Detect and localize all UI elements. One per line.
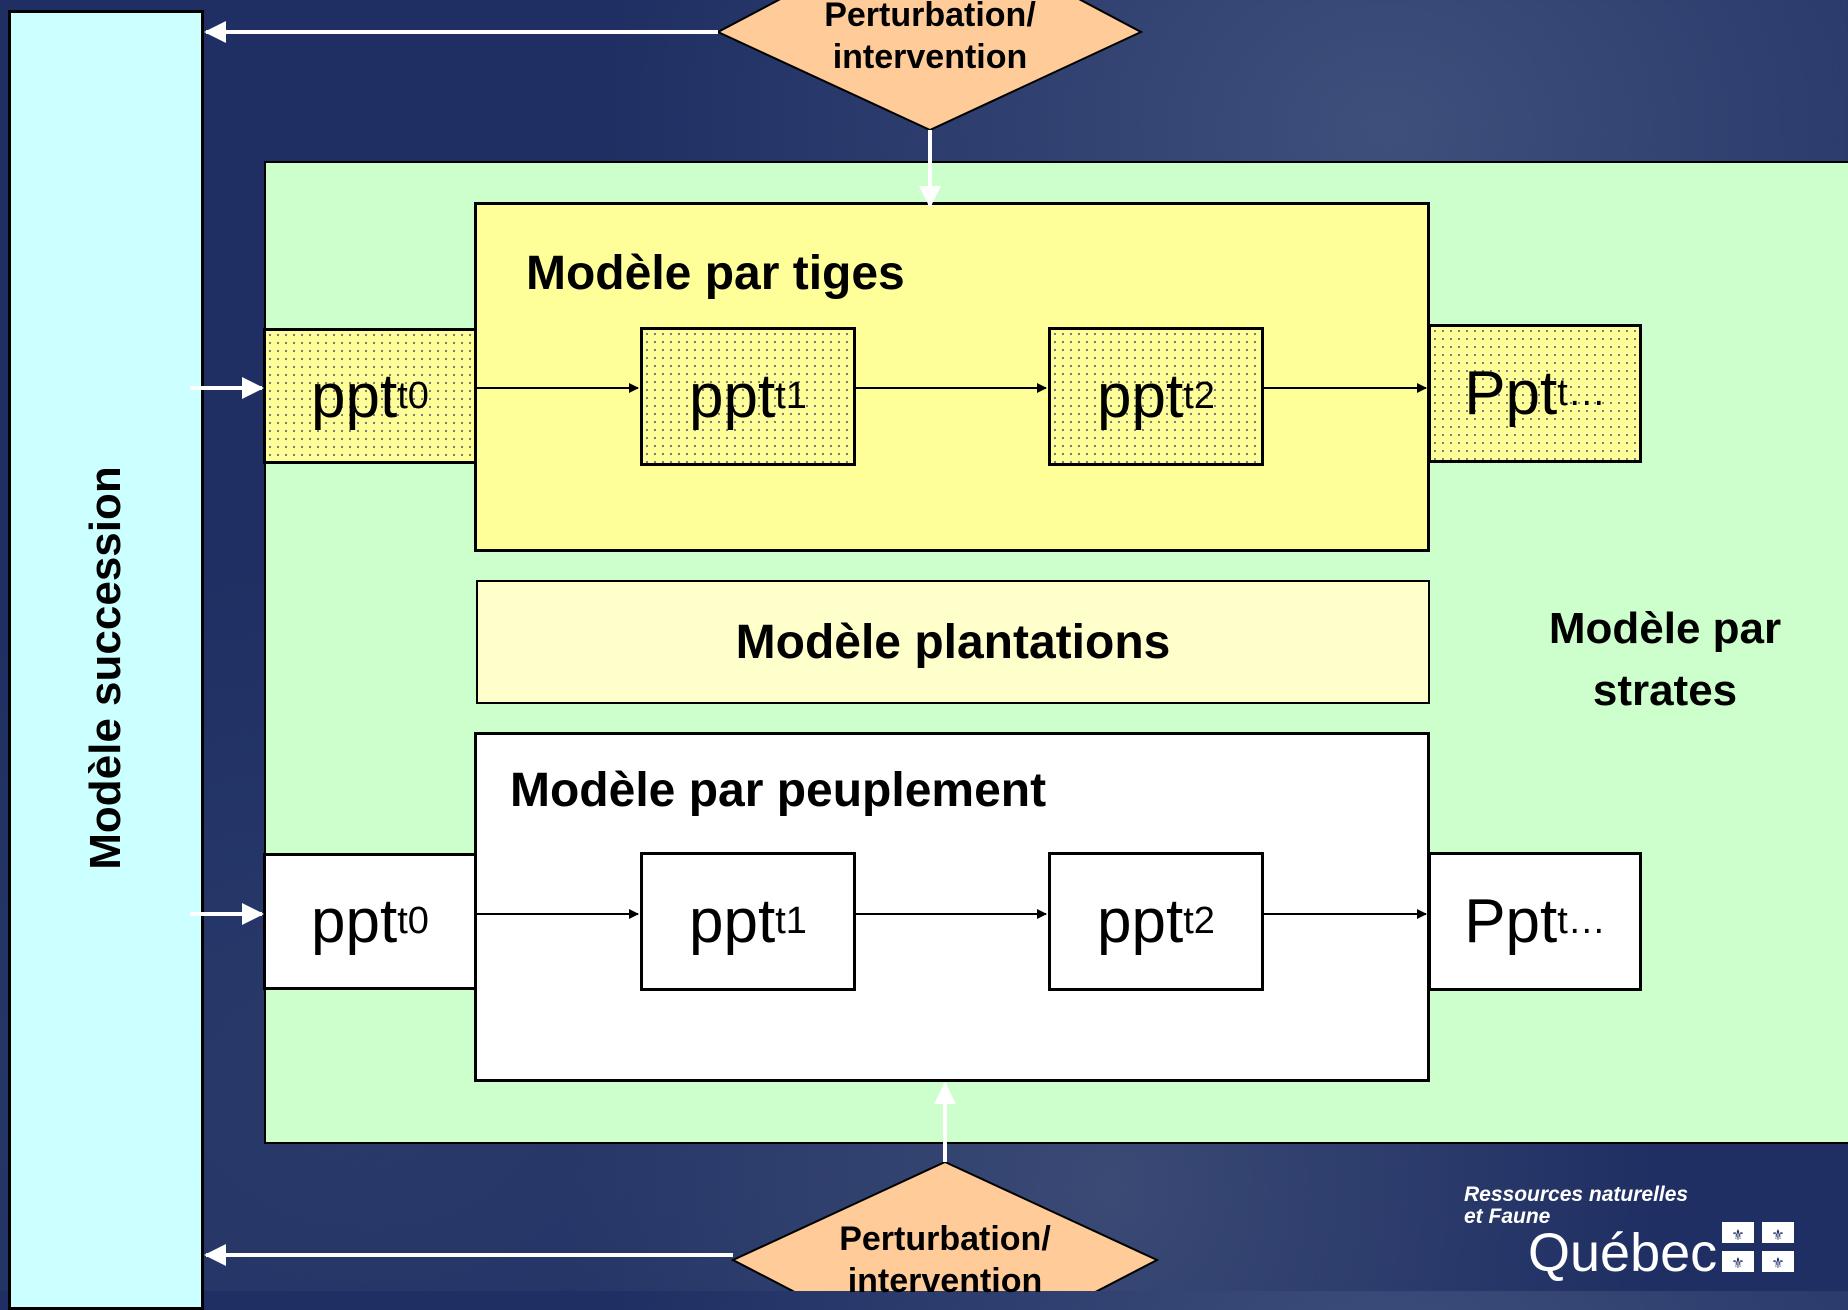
- perturbation-top-line2: intervention: [832, 38, 1028, 76]
- quebec-wordmark: Québec: [1528, 1223, 1718, 1283]
- ministry-logo-text: Ressources naturelles et Faune: [1464, 1184, 1764, 1228]
- peuplement-model-title: Modèle par peuplement: [510, 764, 1047, 817]
- ppt-subscript: t…: [1557, 372, 1606, 414]
- fleurdelise-icon: ⚜ ⚜ ⚜ ⚜: [1722, 1222, 1794, 1272]
- ppt-label: Ppt: [1464, 887, 1558, 956]
- succession-model-box: [8, 10, 204, 1310]
- strates-model-label: Modèle par strates: [1480, 598, 1848, 722]
- strates-label-line2: strates: [1592, 666, 1738, 715]
- perturbation-bottom-diamond: [730, 1160, 1160, 1291]
- ppt-subscript: t1: [775, 900, 807, 942]
- ppt-label: ppt: [311, 361, 398, 431]
- ppt-subscript: t1: [775, 375, 807, 417]
- svg-text:⚜: ⚜: [1731, 1227, 1744, 1244]
- logo-line1: Ressources naturelles: [1464, 1183, 1689, 1206]
- ppt-label: Ppt: [1464, 359, 1558, 428]
- perturbation-bottom-line2: intervention: [847, 1262, 1043, 1300]
- ppt-subscript: t2: [1183, 375, 1215, 417]
- ppt-subscript: t2: [1183, 900, 1215, 942]
- ppt-subscript: t…: [1557, 900, 1606, 942]
- plantations-model-title: Modèle plantations: [735, 615, 1171, 669]
- tiges-model-box: [474, 202, 1430, 552]
- ppt-label: ppt: [1097, 887, 1184, 956]
- perturbation-top-line1: Perturbation/: [824, 0, 1036, 34]
- svg-text:⚜: ⚜: [1771, 1227, 1784, 1244]
- plantations-model-box: Modèle plantations: [476, 580, 1430, 704]
- ppt-label: ppt: [311, 887, 398, 956]
- ppt-subscript: t0: [397, 900, 429, 942]
- perturbation-bottom-text: Perturbation/ intervention: [795, 1218, 1095, 1302]
- ppt-label: ppt: [689, 887, 776, 956]
- strates-label-line1: Modèle par: [1548, 604, 1782, 653]
- ppt-subscript: t0: [397, 374, 429, 417]
- perturbation-bottom-line1: Perturbation/: [839, 1220, 1051, 1258]
- svg-text:⚜: ⚜: [1731, 1255, 1744, 1272]
- logo-line2: et Faune: [1464, 1205, 1551, 1228]
- peuplement-model-box: [474, 732, 1430, 1082]
- svg-text:⚜: ⚜: [1771, 1255, 1784, 1272]
- ppt-label: ppt: [689, 362, 776, 431]
- perturbation-top-text: Perturbation/ intervention: [780, 0, 1080, 78]
- ppt-label: ppt: [1097, 362, 1184, 431]
- tiges-model-title: Modèle par tiges: [526, 247, 905, 300]
